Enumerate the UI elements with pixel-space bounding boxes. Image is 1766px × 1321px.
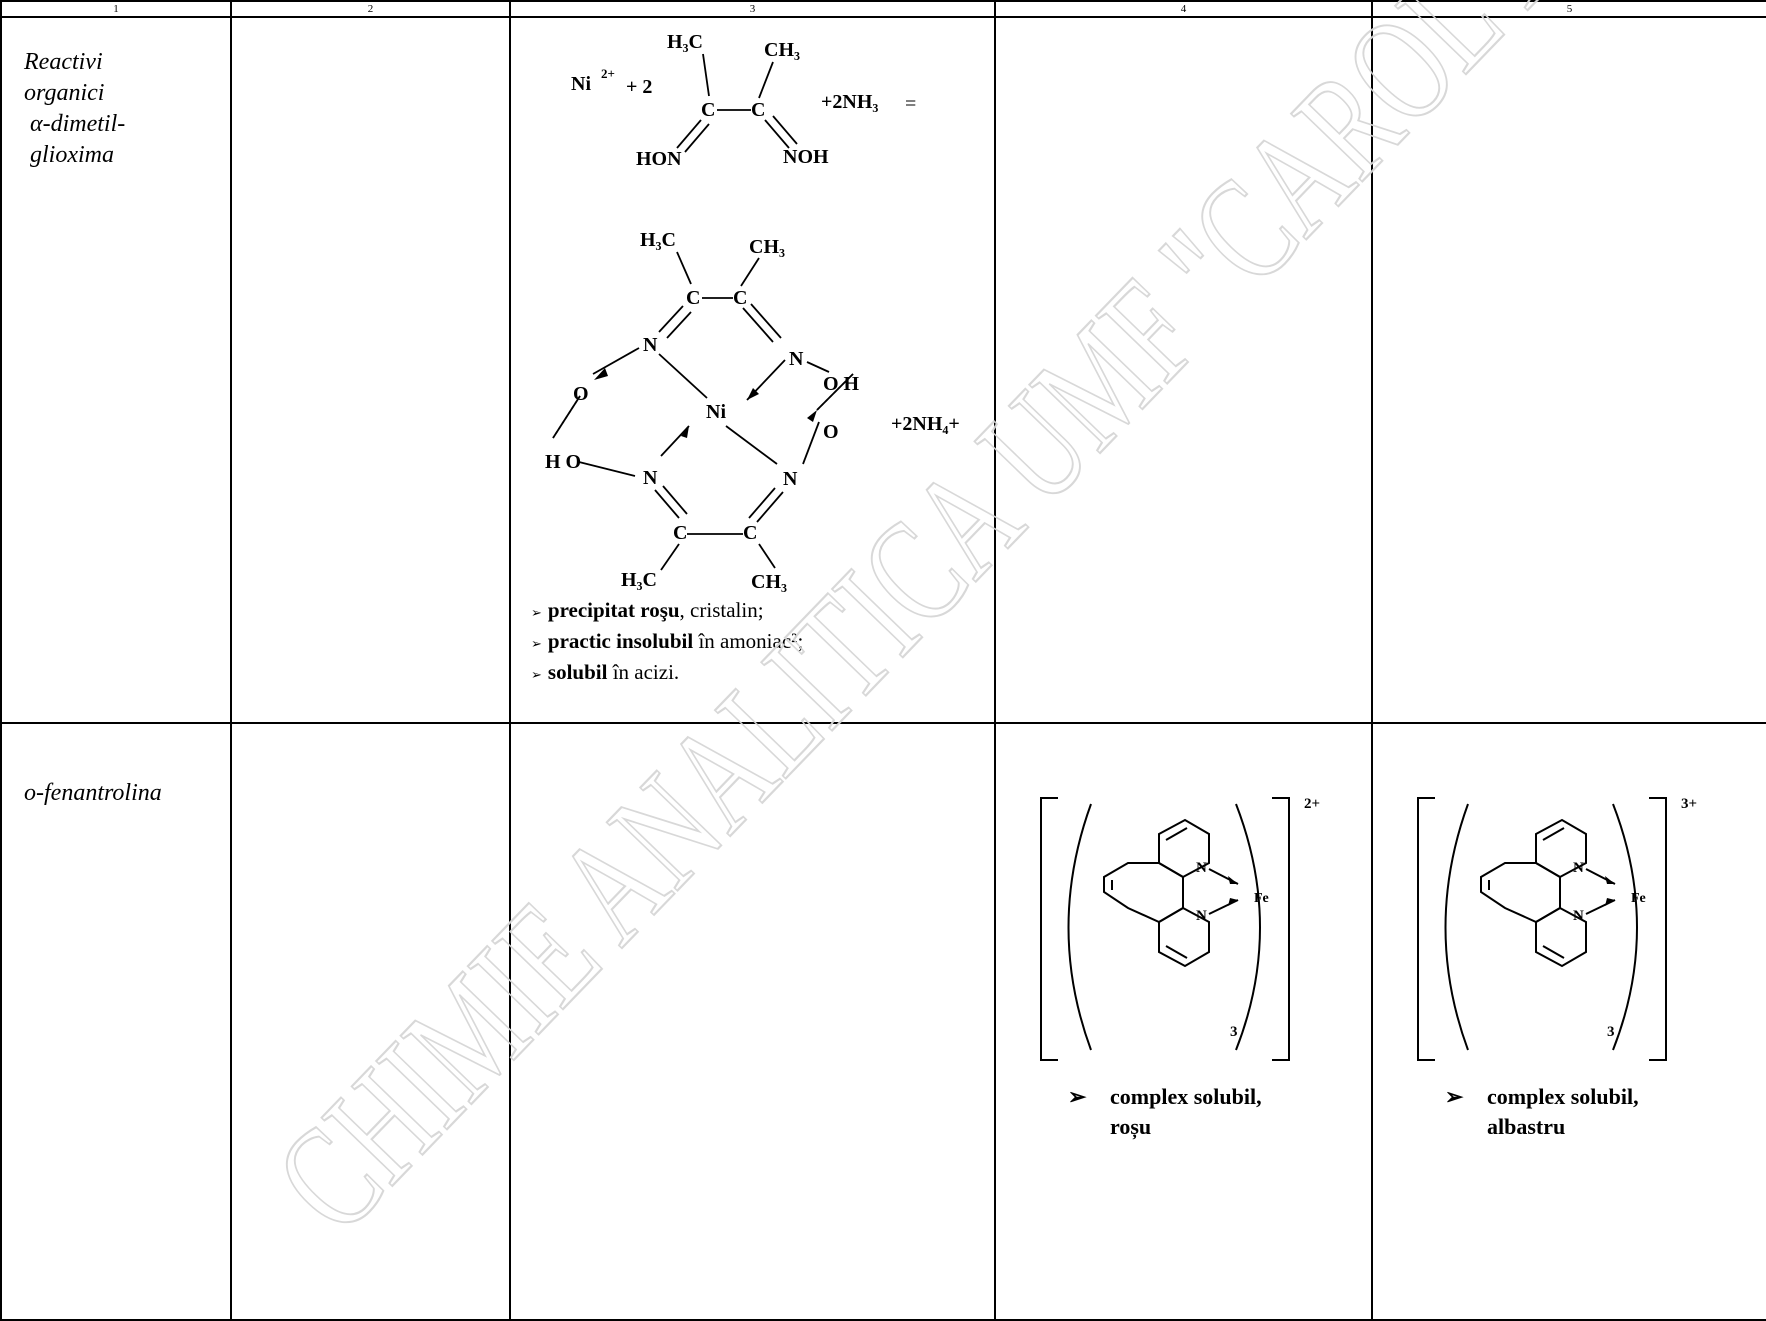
observation-item: ➢practic insolubil în amoniac²; xyxy=(531,629,804,653)
carbon-label: C xyxy=(751,99,765,121)
reagent-name-cell: o-fenantrolina xyxy=(0,722,232,1321)
fe3-phenanthroline-complex: N N Fe 3 3+ xyxy=(1417,796,1697,1061)
charge-label: 2+ xyxy=(1304,796,1320,812)
empty-cell xyxy=(230,722,511,1321)
note-line: albastru xyxy=(1487,1114,1566,1139)
col-number-5: 5 xyxy=(1371,0,1766,18)
reagent-line: Reactivi xyxy=(24,49,103,75)
hon-label: HON xyxy=(636,148,682,170)
h3c-label: H₃C xyxy=(667,31,703,53)
nitrogen-label: N xyxy=(1196,860,1207,876)
observation-item: ➢solubil în acizi. xyxy=(531,660,680,684)
fe2-complex-cell: N N Fe 3 2+ ➢ complex solubil, roșu xyxy=(994,722,1373,1321)
charge-label: 3+ xyxy=(1681,796,1697,812)
nitrogen-label: N xyxy=(1573,860,1584,876)
bond-lines xyxy=(552,53,854,571)
reaction-cell: Ni 2+ + 2 H₃C CH₃ C C HON NOH +2NH₃ = H₃… xyxy=(509,16,996,724)
note-line: complex solubil, xyxy=(1487,1084,1639,1109)
nickel-dmg-reaction-diagram: Ni 2+ + 2 H₃C CH₃ C C HON NOH +2NH₃ = H₃… xyxy=(545,31,960,593)
nitrogen-label: N xyxy=(643,467,658,489)
equals-sign: = xyxy=(905,93,916,115)
h3c-label: H₃C xyxy=(621,569,657,591)
ch3-label: CH₃ xyxy=(749,236,785,258)
reagent-line: α-dimetil- xyxy=(24,111,126,137)
reagent-line: glioxima xyxy=(24,142,114,168)
reagent-line: o-fenantrolina xyxy=(24,780,162,806)
nitrogen-label: N xyxy=(789,348,804,370)
empty-cell xyxy=(1371,16,1766,724)
reagent-line: organici xyxy=(24,80,105,106)
ch3-label: CH₃ xyxy=(751,571,787,593)
ligand-count: 3 xyxy=(1230,1024,1238,1040)
nitrogen-label: N xyxy=(1196,908,1207,924)
hydrogen-bonds xyxy=(552,373,854,439)
row-phenanthroline: o-fenantrolina xyxy=(0,722,1766,1321)
h3c-label: H₃C xyxy=(640,229,676,251)
hydroxyl-label: H O xyxy=(545,451,581,473)
col-number-3: 3 xyxy=(509,0,996,18)
bullet-arrow-icon: ➢ xyxy=(531,636,542,651)
observation-item: ➢precipitat roşu, cristalin; xyxy=(531,598,764,622)
col-number-1: 1 xyxy=(0,0,232,18)
hydroxyl-label: O H xyxy=(823,373,860,395)
coordination-arrowheads xyxy=(594,368,817,438)
observations-list: ➢precipitat roşu, cristalin; ➢practic in… xyxy=(531,596,803,689)
ch3-label: CH₃ xyxy=(764,39,800,61)
oxygen-label: O xyxy=(823,421,839,443)
column-number-row: 1 2 3 4 5 xyxy=(0,0,1766,18)
ligand-count: 3 xyxy=(1607,1024,1615,1040)
ni-label: Ni xyxy=(571,73,591,95)
note-line: roșu xyxy=(1110,1114,1152,1139)
coefficient-label: + 2 xyxy=(626,76,652,98)
nitrogen-label: N xyxy=(783,468,798,490)
iron-label: Fe xyxy=(1254,891,1269,906)
bullet-arrow-icon: ➢ xyxy=(1445,1084,1464,1109)
note-line: complex solubil, xyxy=(1110,1084,1262,1109)
bullet-arrow-icon: ➢ xyxy=(1068,1084,1087,1109)
empty-cell xyxy=(509,722,996,1321)
carbon-label: C xyxy=(701,99,715,121)
carbon-label: C xyxy=(686,287,700,309)
ammonia-label: +2NH₃ xyxy=(821,91,878,113)
nitrogen-label: N xyxy=(643,334,658,356)
fe2-phenanthroline-complex: N N Fe 3 2+ xyxy=(1040,796,1320,1061)
bullet-arrow-icon: ➢ xyxy=(531,605,542,620)
ni-charge: 2+ xyxy=(601,66,615,81)
iron-label: Fe xyxy=(1631,891,1646,906)
row-dimethylglyoxime: Reactivi organici α-dimetil- glioxima Ni… xyxy=(0,16,1766,724)
bullet-arrow-icon: ➢ xyxy=(531,667,542,682)
carbon-label: C xyxy=(743,522,757,544)
noh-label: NOH xyxy=(783,146,829,168)
nitrogen-label: N xyxy=(1573,908,1584,924)
col-number-2: 2 xyxy=(230,0,511,18)
carbon-label: C xyxy=(673,522,687,544)
nickel-label: Ni xyxy=(706,401,726,423)
empty-cell xyxy=(994,16,1373,724)
ammonium-label: +2NH₄+ xyxy=(891,413,960,435)
carbon-label: C xyxy=(733,287,747,309)
empty-cell xyxy=(230,16,511,724)
fe3-complex-cell: N N Fe 3 3+ ➢ complex solubil, albastru xyxy=(1371,722,1766,1321)
reagent-name-cell: Reactivi organici α-dimetil- glioxima xyxy=(0,16,232,724)
col-number-4: 4 xyxy=(994,0,1373,18)
